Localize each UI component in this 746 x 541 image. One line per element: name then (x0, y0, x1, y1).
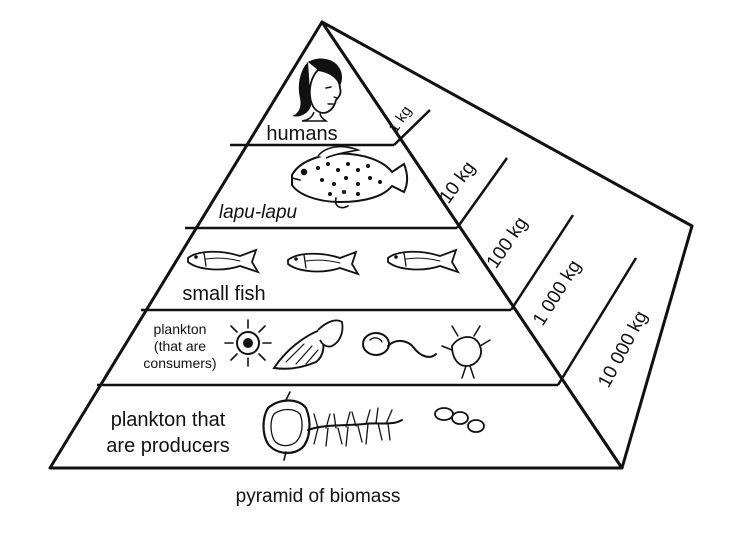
level-label-consumer-plankton-line2: (that are (154, 338, 206, 354)
small-fish-icon (187, 248, 261, 274)
grouper-fish-icon (291, 145, 408, 209)
small-fish-icon (287, 250, 361, 276)
zooplankton-icon (224, 319, 491, 379)
level-label-producer-plankton-line2: are producers (106, 435, 229, 457)
human-face-icon (292, 58, 343, 122)
level-label-consumer-plankton-line3: consumers) (143, 355, 216, 371)
pyramid-outline (48, 20, 694, 470)
diagram-caption: pyramid of biomass (236, 486, 401, 507)
level-label-producer-plankton-line1: plankton that (111, 409, 226, 431)
small-fish-icon (387, 248, 461, 274)
phytoplankton-icon (262, 391, 485, 461)
level-label-humans: humans (266, 123, 337, 145)
level-label-consumer-plankton-line1: plankton (154, 321, 207, 337)
level-label-small-fish: small fish (182, 283, 265, 305)
level-label-lapu-lapu: lapu-lapu (219, 202, 298, 223)
